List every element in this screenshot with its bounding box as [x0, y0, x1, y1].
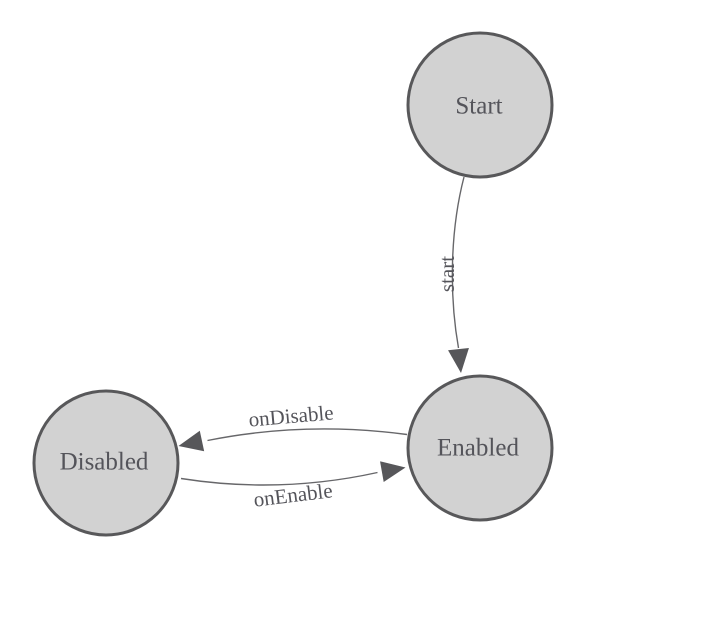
- state-node-enabled-label: Enabled: [437, 435, 519, 462]
- edge-label-start: start: [435, 256, 459, 292]
- arrowhead-enabled-to-disabled: [178, 430, 205, 452]
- state-node-disabled[interactable]: [32, 389, 180, 537]
- arrowhead-start-to-enabled: [448, 348, 469, 373]
- arrowhead-disabled-to-enabled: [380, 461, 406, 483]
- state-node-enabled-group[interactable]: Enabled: [406, 374, 554, 522]
- edge-start-to-enabled[interactable]: start: [435, 176, 471, 374]
- edge-label-ondisable: onDisable: [248, 400, 335, 431]
- state-node-start-group[interactable]: Start: [406, 31, 554, 179]
- state-node-start-label: Start: [455, 93, 502, 120]
- state-node-enabled[interactable]: [406, 374, 554, 522]
- edge-line-disabled-to-enabled[interactable]: [180, 471, 378, 486]
- edge-label-onenable: onEnable: [252, 478, 334, 511]
- edge-disabled-to-enabled[interactable]: onEnable: [180, 457, 407, 512]
- state-node-start[interactable]: [406, 31, 554, 179]
- state-node-disabled-label: Disabled: [60, 449, 149, 476]
- edge-line-enabled-to-disabled[interactable]: [207, 428, 408, 442]
- edge-enabled-to-disabled[interactable]: onDisable: [176, 400, 408, 456]
- edge-line-start-to-enabled[interactable]: [451, 176, 465, 349]
- state-node-disabled-group[interactable]: Disabled: [32, 389, 180, 537]
